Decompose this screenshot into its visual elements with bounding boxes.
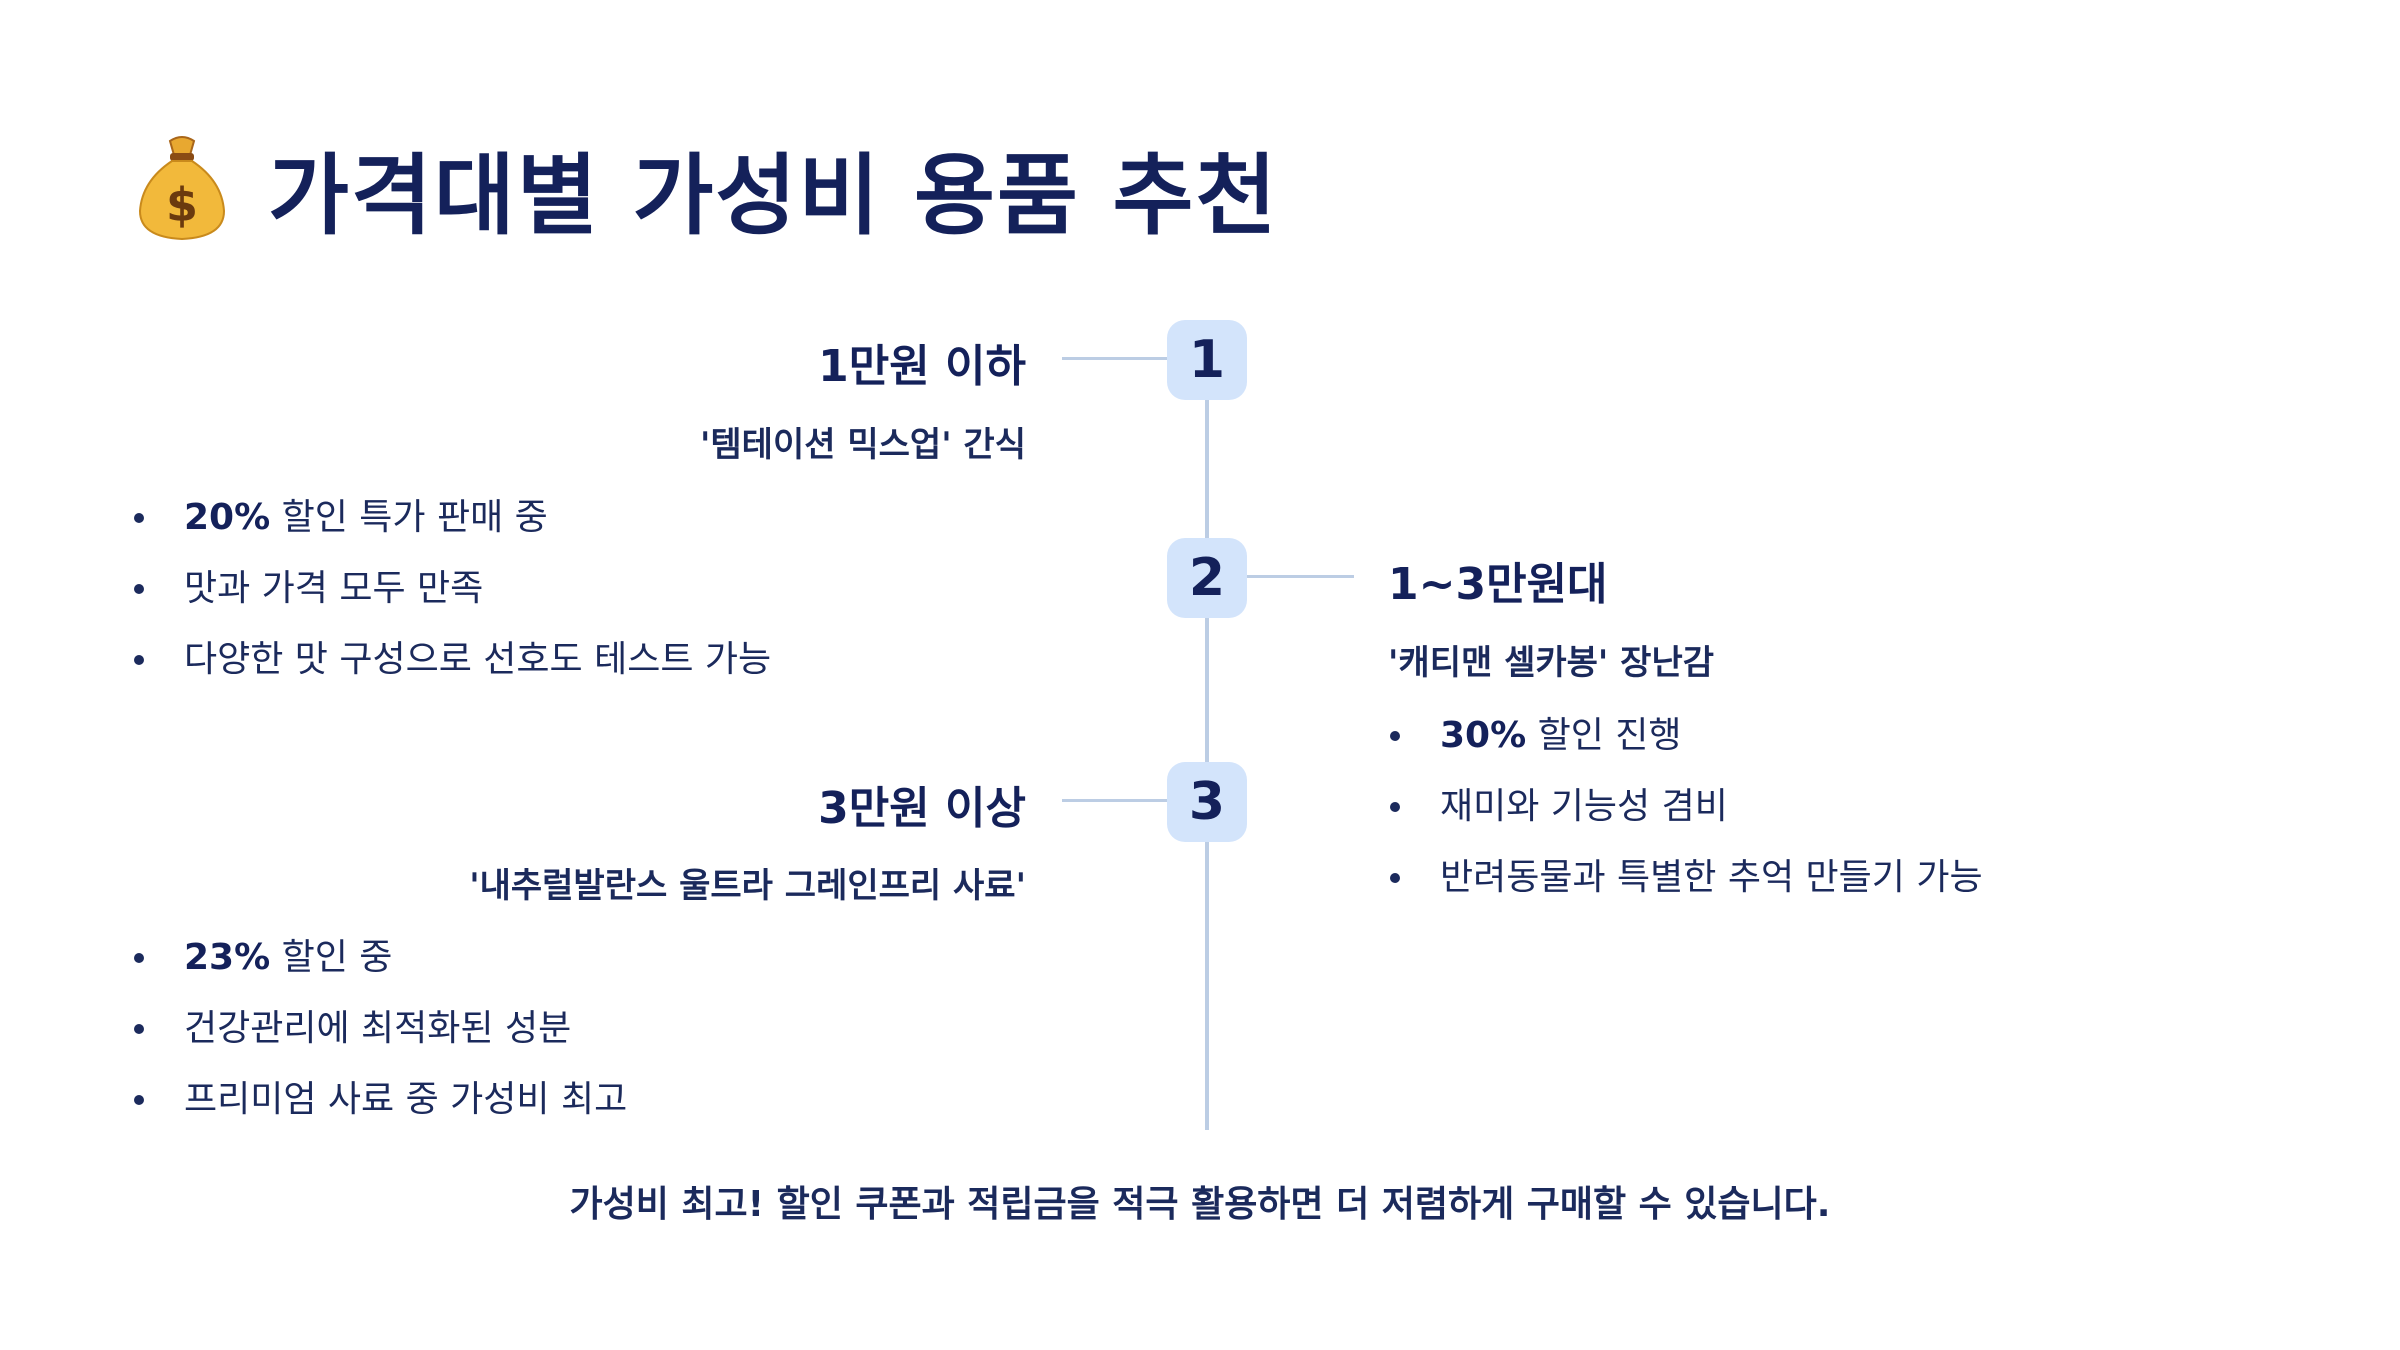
list-item: 프리미엄 사료 중 가성비 최고 — [132, 1078, 627, 1149]
bullet-icon — [134, 584, 144, 594]
tier-2-points: 30% 할인 진행 재미와 기능성 겸비 반려동물과 특별한 추억 만들기 가능 — [1388, 714, 1983, 927]
bullet-icon — [134, 655, 144, 665]
tier-1-badge: 1 — [1167, 320, 1247, 400]
page-title-row: $ 가격대별 가성비 용품 추천 — [132, 128, 1278, 248]
list-item: 건강관리에 최적화된 성분 — [132, 1007, 627, 1078]
tier-3-connector — [1062, 799, 1176, 802]
tier-2-product: '캐티맨 셀카봉' 장난감 — [1388, 643, 1715, 683]
bullet-icon — [1390, 873, 1400, 883]
money-bag-icon: $ — [138, 136, 226, 241]
bullet-icon — [1390, 731, 1400, 741]
bullet-icon — [134, 513, 144, 523]
tier-3-points: 23% 할인 중 건강관리에 최적화된 성분 프리미엄 사료 중 가성비 최고 — [132, 936, 627, 1149]
tier-1-connector — [1062, 357, 1176, 360]
list-item: 20% 할인 특가 판매 중 — [132, 496, 771, 567]
tier-2-connector — [1238, 575, 1354, 578]
svg-text:$: $ — [166, 178, 198, 232]
tier-3-badge: 3 — [1167, 762, 1247, 842]
bullet-icon — [134, 953, 144, 963]
footer-note: 가성비 최고! 할인 쿠폰과 적립금을 적극 활용하면 더 저렴하게 구매할 수… — [569, 1184, 1831, 1225]
list-item: 다양한 맛 구성으로 선호도 테스트 가능 — [132, 638, 771, 709]
tier-3-heading: 3만원 이상 — [818, 783, 1026, 834]
tier-2-heading: 1~3만원대 — [1388, 559, 1608, 610]
tier-1-heading: 1만원 이하 — [818, 341, 1026, 392]
bullet-icon — [1390, 802, 1400, 812]
page-title: 가격대별 가성비 용품 추천 — [268, 143, 1279, 247]
list-item: 23% 할인 중 — [132, 936, 627, 1007]
list-item: 반려동물과 특별한 추억 만들기 가능 — [1388, 856, 1983, 927]
list-item: 30% 할인 진행 — [1388, 714, 1983, 785]
tier-3-product: '내추럴발란스 울트라 그레인프리 사료' — [469, 866, 1026, 906]
timeline-line — [1205, 320, 1209, 1130]
list-item: 재미와 기능성 겸비 — [1388, 785, 1983, 856]
tier-1-points: 20% 할인 특가 판매 중 맛과 가격 모두 만족 다양한 맛 구성으로 선호… — [132, 496, 771, 709]
tier-1-product: '템테이션 믹스업' 간식 — [699, 425, 1026, 465]
tier-2-badge: 2 — [1167, 538, 1247, 618]
bullet-icon — [134, 1095, 144, 1105]
bullet-icon — [134, 1024, 144, 1034]
list-item: 맛과 가격 모두 만족 — [132, 567, 771, 638]
